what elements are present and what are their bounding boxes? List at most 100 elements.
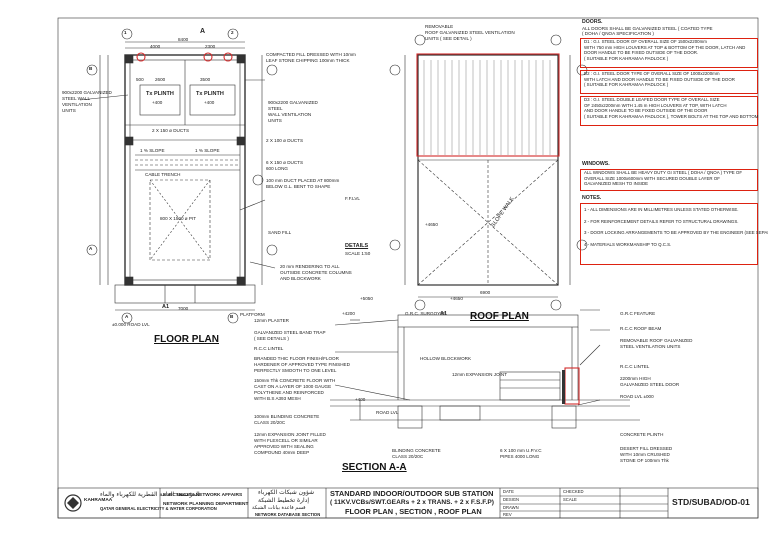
drawing-title-2: ( 11KV.VCBs/SWT.GEARs + 2 x TRANS. + 2 x…	[330, 499, 494, 506]
platform-label: PLATFORM	[240, 312, 265, 317]
vent-left-note-2: STEEL WALL	[62, 96, 90, 101]
vent-right-note-1: 900x2200 GALVANIZED	[268, 100, 318, 105]
plinth-right-label: Tx PLINTH	[196, 91, 224, 97]
section-title: SECTION A-A	[342, 462, 407, 473]
dept2-arabic: إدارة تخطيط الشبكة	[258, 497, 310, 504]
render-note-2: OUTSIDE CONCRETE COLUMNS	[280, 270, 352, 275]
door-d2-line-3: ( SUITABLE FOR KAHRAMAA PADLOCK )	[584, 82, 669, 88]
section-left-note-7: PERFECTLY SMOOTH TO ONE LEVEL	[254, 368, 337, 373]
floor-plan-title: FLOOR PLAN	[154, 334, 219, 345]
plinth-right-level: +400	[204, 100, 215, 105]
door-d1-box: D1 : G.I. STEEL DOOR OF OVERALL SIZE OF …	[580, 38, 758, 68]
door-d2-line-2: WITH LATCH AND DOOR HANDLE TO BE FIXED O…	[584, 76, 735, 82]
section-right-note-8: ROAD LVL ±000	[620, 394, 654, 399]
dim-partial-1: 4000	[150, 44, 161, 49]
section-mid-note-6: 6 X 100 mm U.P.V.C	[500, 448, 542, 453]
doors-intro-2: ( DOHA / QNOA SPECIFICATION )	[582, 31, 654, 36]
section-mid-note-4: BLINDING CONCRETE	[392, 448, 441, 453]
section-marker-a: A	[200, 28, 206, 35]
cable-trench-label: CABLE TRENCH	[145, 172, 181, 177]
sand-fill-label: SAND FILL	[268, 230, 292, 235]
road-level-label: ±0.000 ROAD LVL	[112, 322, 150, 327]
section-level-mid: +4650	[450, 296, 463, 301]
section-left-note-1: 12mm PLASTER	[254, 318, 289, 323]
door-d1-line-1: D1 : G.I. STEEL DOOR OF OVERALL SIZE OF …	[584, 39, 707, 44]
section-left-note-8: 150mm Thk CONCRETE FLOOR WITH	[254, 378, 336, 383]
section-left-note-2: GALVANIZED STEEL BAND TRAP	[254, 330, 326, 335]
floor-a1-label: A1	[162, 304, 170, 310]
org-arabic: المؤسسة العامة القطرية للكهرباء والماء	[100, 491, 200, 498]
axis-marker-2: 2	[231, 30, 234, 35]
drawing-title-3: FLOOR PLAN , SECTION , ROOF PLAN	[345, 507, 482, 516]
section-mid-note-5: CLASS 20/20C	[392, 454, 424, 459]
slope-label-2: 1 % SLOPE	[195, 148, 220, 153]
door-d3-line-2: OF 2450x2200mm WITH 1.45 m HIGH LOUVERS …	[584, 102, 727, 108]
plinth-left-level: +400	[152, 100, 163, 105]
note-item-3: 3 - DOOR LOCKING ARRANGEMENTS TO BE APPR…	[584, 230, 768, 236]
dim-bottom-total: 7000	[178, 306, 189, 311]
kahramaa-logo	[62, 493, 84, 513]
roof-level-label: +4650	[425, 222, 438, 227]
door-d2-box: D2 : G.I. STEEL DOOR TYPE OF OVERALL SIZ…	[580, 70, 758, 94]
meta-drawn: DRAWN	[503, 505, 519, 510]
dept1-english: ELECTRICITY NETWORK AFFAIRS	[163, 493, 243, 498]
render-note-3: AND BLOCKWORK	[280, 276, 321, 281]
axis-marker-a-left: A	[89, 246, 93, 251]
removable-note-3: UNITS ( SEE DETAIL )	[425, 36, 472, 41]
drawing-number: STD/SUBAD/OD-01	[672, 497, 750, 507]
section-left-note-3: ( SEE DETAILS )	[254, 336, 289, 341]
door-d3-line-3: AND DOOR HANDLE TO BE FIXED OUTSIDE OF T…	[584, 108, 708, 114]
ducts-note-2: 2 X 100 ø DUCTS	[266, 138, 304, 143]
section-left-note-13: CLASS 20/20C	[254, 420, 286, 425]
dim-d1: 500	[136, 77, 144, 82]
door-d3-line-1: D3 : G.I. STEEL DOUBLE LEAFED DOOR TYPE …	[584, 97, 720, 102]
meta-design: DESIGN	[503, 497, 520, 502]
grc-surgoyle-label: G.R.C. SURGOYLE	[405, 311, 446, 316]
door-d1-line-3: DOOR HANDLE TO BE FIXED OUTSIDE OF THE D…	[584, 50, 699, 56]
compacted-note-2: LEAF STONE CHIPPING 100mm THICK	[266, 58, 350, 63]
note-item-4: 4 - MATERIALS WORKMANSHIP TO Q.C.S.	[584, 241, 672, 247]
kahramaa-logo-icon	[64, 494, 82, 512]
axis-marker-a-bottom: A	[125, 314, 129, 319]
ducts-note-4: 600 LONG	[266, 166, 288, 171]
details-label: DETAILS	[345, 243, 369, 249]
section-level-top: +5050	[360, 296, 373, 301]
section-left-note-17: COMPOUND 40mm DEEP	[254, 450, 310, 455]
ducts-note-5: 100 mm DUCT PLACED AT 800mm	[266, 178, 340, 183]
section-level-1: +4200	[342, 311, 355, 316]
section-right-note-6: 2200mm HIGH	[620, 376, 651, 381]
roof-a1-label: A1	[440, 311, 448, 317]
meta-checked: CHECKED	[563, 489, 584, 494]
section-mid-note-7: PIPES 4000 LONG	[500, 454, 540, 459]
removable-note-2: ROOF GALVANIZED STEEL VENTILATION	[425, 30, 515, 35]
roof-plan-title: ROOF PLAN	[470, 311, 529, 322]
vent-right-note-2: STEEL	[268, 106, 283, 111]
meta-rev: REV	[503, 512, 512, 517]
drawing-title-1: STANDARD INDOOR/OUTDOOR SUB STATION	[330, 489, 494, 498]
removable-note-1: REMOVABLE	[425, 24, 454, 29]
details-scale: SCALE 1:50	[345, 251, 371, 256]
dept3-english: NETWORK DATABASE SECTION	[255, 512, 321, 517]
axis-marker-b-left: B	[89, 66, 93, 71]
axis-marker-1: 1	[124, 30, 127, 35]
dim-d2: 2600	[155, 77, 166, 82]
doors-title: DOORS.	[582, 19, 603, 25]
pit-label: 800 X 1500 ø PIT	[160, 216, 197, 221]
vent-left-note-1: 900x2200 GALVANIZED	[62, 90, 112, 95]
dim-top: 8400	[178, 37, 189, 42]
section-left-note-5: BRANDED THIC FLOOR FINISH/FLOOR	[254, 356, 339, 361]
section-right-note-3: REMOVABLE ROOF GALVANIZED	[620, 338, 693, 343]
section-left-note-11: WITH B.S A393 MESH	[254, 396, 301, 401]
dept2-english: NETWORK PLANNING DEPARTMENT	[163, 502, 249, 507]
section-right-note-10: DESERT FILL DRESSED	[620, 446, 673, 451]
meta-scale: SCALE	[563, 497, 577, 502]
note-item-1: 1 - ALL DIMENSIONS ARE IN MILLIMETRES UN…	[584, 207, 739, 212]
plinth-left-label: Tx PLINTH	[146, 91, 174, 97]
vent-right-note-4: UNITS	[268, 118, 282, 123]
dept1-arabic: شؤون شبكات الكهرباء	[258, 489, 315, 496]
windows-box: ALL WINDOWS SHALL BE HEAVY DUTY GI STEEL…	[580, 169, 758, 191]
note-item-2: 2 - FOR REINFORCEMENT DETAILS REFER TO S…	[584, 218, 739, 224]
section-right-note-5: R.C.C LINTEL	[620, 364, 650, 369]
section-left-note-6: HARDENER OF APPROVED TYPE FINISHED	[254, 362, 350, 367]
door-d3-box: D3 : G.I. STEEL DOUBLE LEAFED DOOR TYPE …	[580, 96, 758, 126]
